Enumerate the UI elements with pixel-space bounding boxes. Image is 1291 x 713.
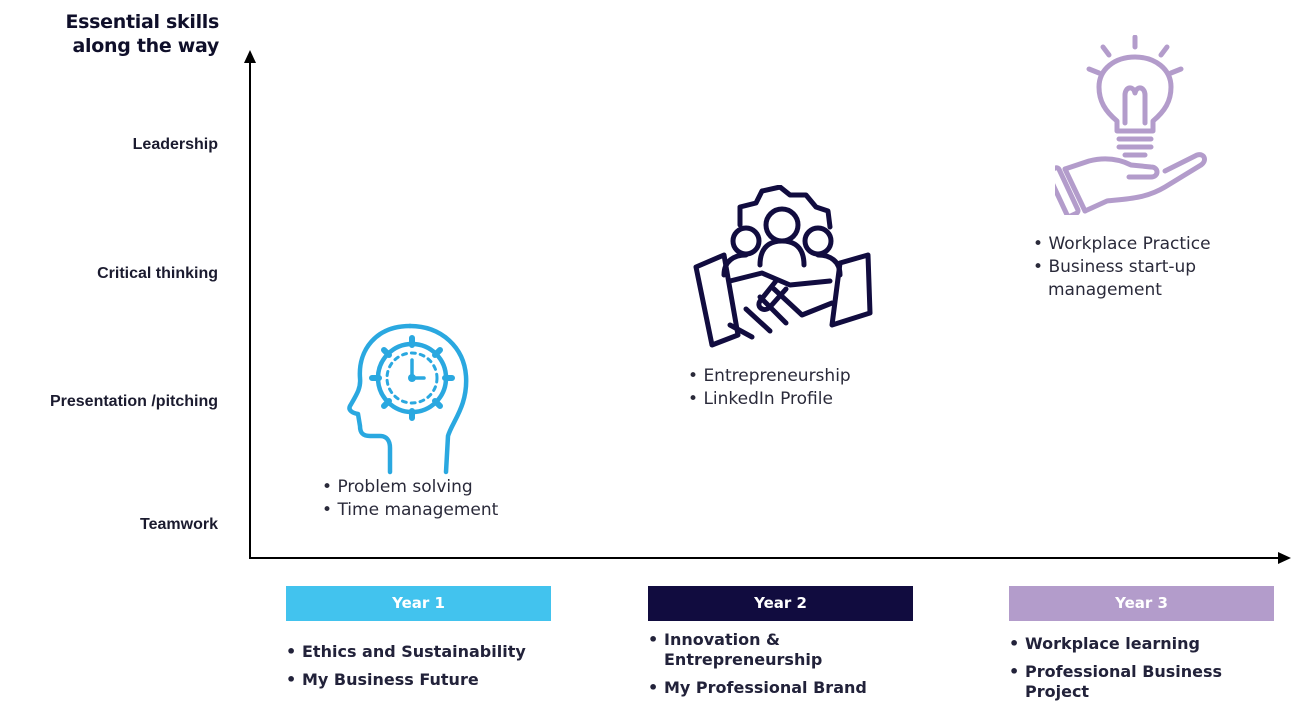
year2-skills: Entrepreneurship LinkedIn Profile xyxy=(688,365,851,411)
y-label-presentation-pitching: Presentation /pitching xyxy=(49,393,218,410)
list-item: Time management xyxy=(322,499,498,522)
year-3-bar: Year 3 xyxy=(1009,586,1274,621)
module-item: Innovation & Entrepreneurship xyxy=(648,630,864,670)
list-item: Workplace Practice xyxy=(1033,233,1233,256)
y-label-critical-thinking: Critical thinking xyxy=(97,265,218,282)
year3-skills: Workplace Practice Business start-up man… xyxy=(1033,233,1233,302)
chart-title-line-1: Essential skills xyxy=(65,11,219,33)
list-item: Problem solving xyxy=(322,476,498,499)
chart-title-line-2: along the way xyxy=(72,35,219,57)
chart-title: Essential skills along the way xyxy=(0,10,219,58)
list-item: Business start-up management xyxy=(1033,256,1233,302)
module-item: Ethics and Sustainability xyxy=(286,642,566,662)
year-2-bar: Year 2 xyxy=(648,586,913,621)
year1-skills: Problem solving Time management xyxy=(322,476,498,522)
head-clock-gear-icon xyxy=(347,323,469,475)
y-label-teamwork: Teamwork xyxy=(140,516,218,533)
lightbulb-hand-icon xyxy=(1055,35,1207,215)
year3-modules: Workplace learning Professional Business… xyxy=(1009,634,1259,710)
x-axis-arrow xyxy=(1278,552,1291,564)
handshake-team-gear-icon xyxy=(693,185,873,348)
module-item: Workplace learning xyxy=(1009,634,1259,654)
year1-modules: Ethics and Sustainability My Business Fu… xyxy=(286,642,566,698)
y-label-leadership: Leadership xyxy=(132,136,218,153)
year2-modules: Innovation & Entrepreneurship My Profess… xyxy=(648,630,888,706)
y-axis-arrow xyxy=(244,50,256,63)
module-item: My Professional Brand xyxy=(648,678,888,698)
year-1-bar: Year 1 xyxy=(286,586,551,621)
list-item: LinkedIn Profile xyxy=(688,388,851,411)
module-item: My Business Future xyxy=(286,670,566,690)
list-item: Entrepreneurship xyxy=(688,365,850,388)
module-item: Professional Business Project xyxy=(1009,662,1265,702)
